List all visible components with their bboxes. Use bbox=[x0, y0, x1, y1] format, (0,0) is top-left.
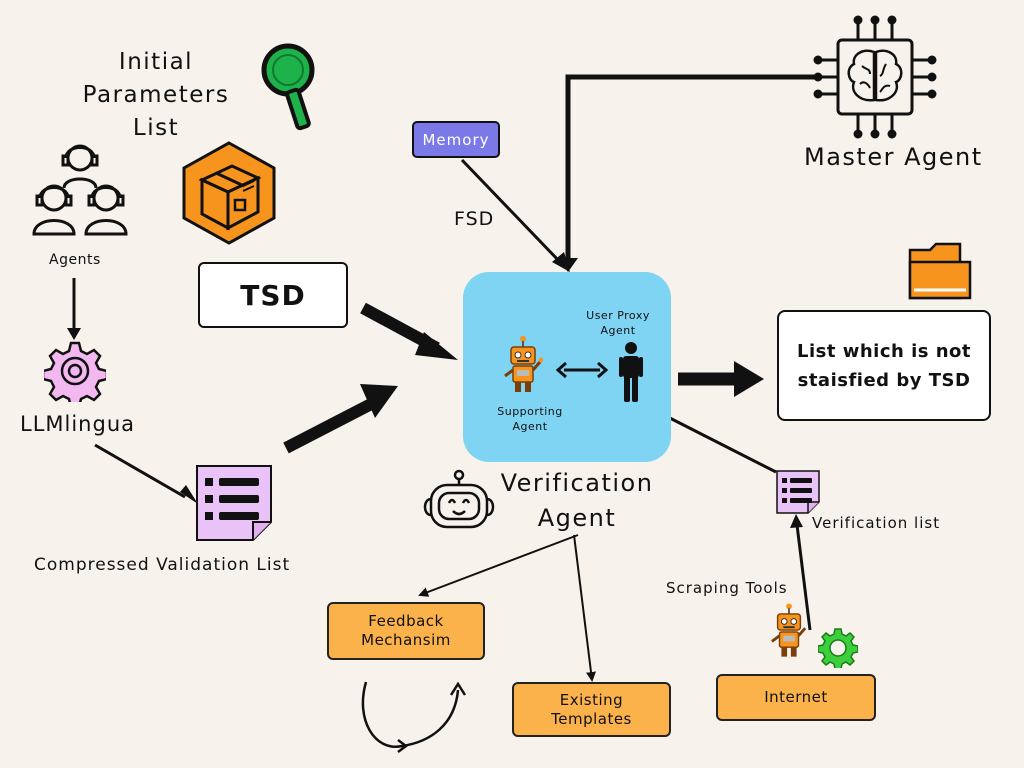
user-proxy-label: User Proxy Agent bbox=[586, 309, 650, 337]
internet-box: Internet bbox=[716, 674, 876, 721]
llmlingua-label: LLMlingua bbox=[20, 412, 136, 436]
brain-chip-icon bbox=[813, 15, 937, 139]
memory-fsd-arrow bbox=[460, 158, 562, 264]
agents-label: Agents bbox=[49, 252, 101, 268]
user-proxy-person-icon bbox=[619, 342, 643, 402]
master-to-verification-arrow bbox=[565, 74, 820, 262]
magnifier-icon bbox=[261, 43, 315, 131]
fsd-label: FSD bbox=[454, 208, 495, 230]
robot-head-icon bbox=[423, 469, 495, 529]
tsd-box: TSD bbox=[198, 262, 348, 328]
supporting-agent-label: Supporting Agent bbox=[497, 405, 563, 433]
existing-templates-box: Existing Templates bbox=[512, 682, 671, 737]
folder-icon bbox=[908, 242, 972, 300]
verification-agent-label: Verification Agent bbox=[500, 469, 654, 532]
scraper-robot-icon bbox=[771, 603, 807, 657]
double-arrow-icon bbox=[556, 361, 608, 379]
green-gear-icon bbox=[818, 628, 858, 668]
verification-list-arrow bbox=[657, 410, 777, 474]
internet-label: Internet bbox=[764, 688, 828, 706]
verification-to-feedback-arrow bbox=[418, 534, 579, 597]
supporting-agent-robot-icon bbox=[504, 336, 543, 392]
compressed-list-arrow bbox=[283, 396, 378, 454]
initial-params-label: Initial Parameters List bbox=[82, 49, 230, 141]
master-agent-label: Master Agent bbox=[804, 143, 983, 171]
memory-label: Memory bbox=[422, 130, 490, 149]
verification-agent-panel: User Proxy Agent Supporting Agent bbox=[463, 272, 671, 462]
unsatisfied-list-box: List which is not staisfied by TSD bbox=[777, 310, 991, 421]
tsd-label: TSD bbox=[240, 278, 306, 312]
scraping-tools-label: Scraping Tools bbox=[666, 579, 788, 597]
unsatisfied-line-2: staisfied by TSD bbox=[797, 369, 971, 391]
feedback-mechanism-box: Feedback Mechansim bbox=[327, 602, 485, 660]
verification-list-label: Verification list bbox=[812, 514, 941, 532]
memory-box: Memory bbox=[412, 121, 500, 158]
package-icon bbox=[182, 141, 276, 245]
internet-to-list-arrow bbox=[795, 524, 812, 631]
list-icon bbox=[196, 465, 272, 541]
verification-list-icon bbox=[776, 470, 820, 514]
unsatisfied-line-1: List which is not bbox=[796, 340, 972, 362]
verification-to-templates-arrow bbox=[573, 534, 596, 682]
feedback-loop-arrow bbox=[361, 681, 460, 748]
compressed-list-label: Compressed Validation List bbox=[34, 555, 291, 575]
gear-icon bbox=[44, 341, 106, 402]
agents-icon bbox=[32, 144, 128, 236]
llmlingua-to-list-arrow bbox=[94, 443, 186, 499]
